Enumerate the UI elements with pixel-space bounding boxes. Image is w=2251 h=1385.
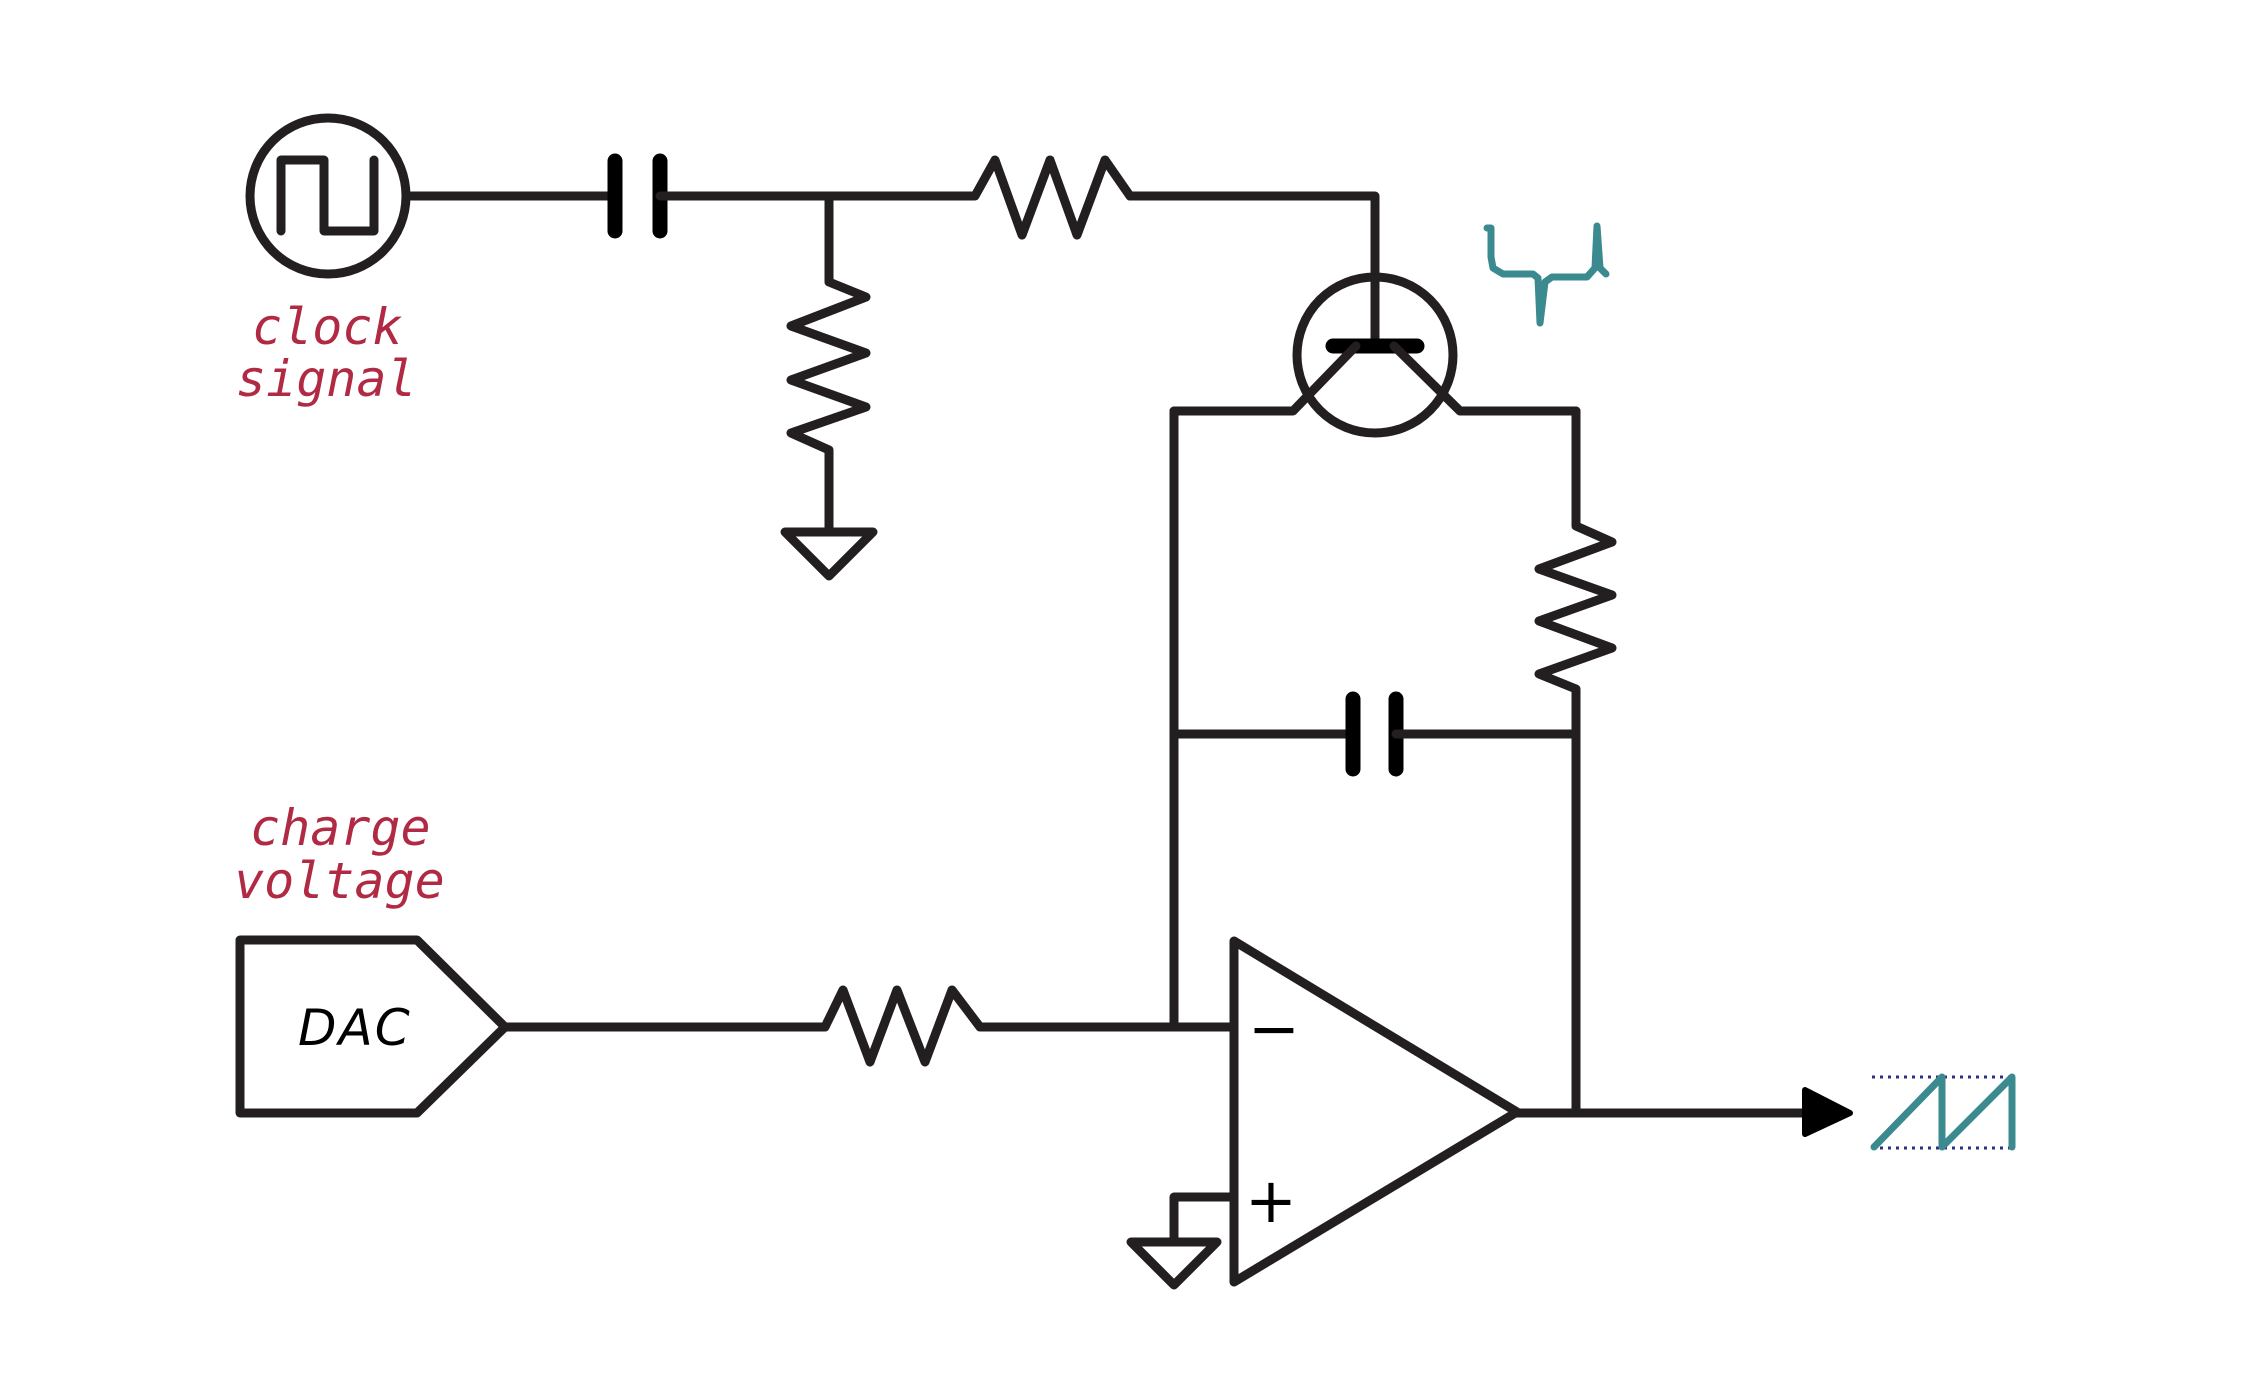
op-amp-triangle [1229, 936, 1522, 1287]
shunt-resistor-zigzag [786, 191, 871, 537]
square-wave-source-icon [276, 155, 379, 236]
charge-label-line1: charge [250, 799, 431, 857]
output [1512, 1087, 1853, 1137]
input-resistor [500, 985, 1239, 1067]
feedback-resistor [1534, 406, 1617, 1118]
noninverting-ground-wire [1169, 1192, 1239, 1247]
clock-source [245, 113, 411, 279]
dac-label: DAC [298, 999, 412, 1057]
integrator-capacitor [1169, 691, 1581, 777]
sawtooth-wave-icon [1870, 1073, 2016, 1151]
bjt-transistor-icon [1169, 272, 1581, 438]
base-resistor-and-wire [655, 155, 1380, 343]
charge-label-line2: voltage [234, 852, 445, 910]
dac-block: DAC [235, 935, 510, 1118]
transistor-right-lead [1389, 341, 1581, 416]
shunt-resistor [780, 191, 878, 581]
op-amp-inverting-sign: − [1248, 992, 1300, 1065]
top-signal-path [401, 153, 1380, 343]
output-arrow-icon [1802, 1087, 1853, 1137]
pulse-spike-wave-icon [1483, 222, 1610, 327]
transistor-left-lead [1169, 341, 1361, 416]
clock-label-line1: clock [252, 298, 403, 356]
op-amp-noninverting-sign: + [1245, 1164, 1297, 1237]
dac-pentagon [235, 935, 510, 1118]
ground-icon [780, 527, 878, 581]
op-amp: − + [1126, 936, 1522, 1290]
ground-icon [1126, 1237, 1222, 1290]
clock-label-line2: signal [236, 350, 417, 408]
